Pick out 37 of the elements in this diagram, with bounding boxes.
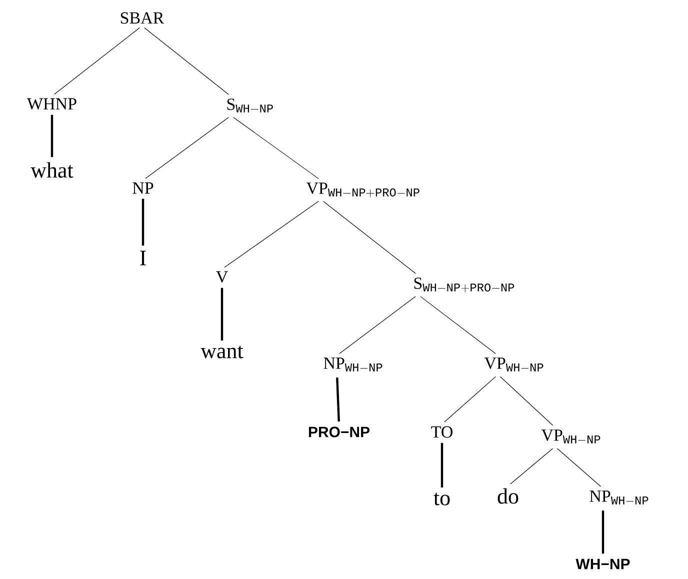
category-label: SBAR (120, 12, 164, 24)
tree-branch (145, 117, 229, 179)
category-label: NP (132, 182, 154, 194)
tree-branch (444, 376, 496, 422)
placeholder-label: WH−NP (576, 558, 630, 570)
tree-branch (440, 442, 444, 488)
category-label: $\mathrm{S}_{\mathtt{WH-NP+PRO-NP}}$ (414, 278, 514, 292)
tree-branch (50, 114, 54, 158)
placeholder-label: PRO−NP (308, 426, 370, 438)
tree-branch (54, 27, 140, 95)
category-label: TO (431, 426, 452, 438)
category-label: $\mathrm{VP}_{\mathtt{WH-NP+PRO-NP}}$ (306, 182, 420, 198)
category-label: $\mathrm{VP}_{\mathtt{WH-NP}}$ (541, 430, 600, 444)
tree-branch (336, 378, 340, 422)
tree-branch (510, 448, 553, 484)
word-label: what (30, 162, 74, 178)
word-label: to (434, 492, 450, 506)
tree-branch (556, 448, 602, 487)
category-label: $\mathrm{NP}_{\mathtt{WH-NP}}$ (324, 358, 382, 372)
category-label: WHNP (27, 98, 76, 110)
tree-branch (220, 288, 224, 340)
tree-branch (500, 376, 554, 426)
word-label: do (498, 488, 518, 504)
word-label: I (140, 250, 146, 266)
category-label: V (216, 271, 228, 283)
category-label: $\mathrm{NP}_{\mathtt{WH-NP}}$ (590, 490, 648, 504)
tree-branch (420, 296, 496, 354)
tree-branch (233, 117, 319, 179)
word-label: want (200, 346, 244, 358)
tree-branch (323, 201, 416, 274)
tree-branch (144, 27, 229, 95)
tree-branch (602, 510, 604, 554)
category-label: $\mathrm{VP}_{\mathtt{WH-NP}}$ (484, 358, 544, 372)
tree-branch (224, 200, 319, 268)
tree-branch (142, 198, 144, 246)
tree-branch (339, 296, 416, 354)
category-label: $\mathrm{S}_{\mathtt{WH-NP}}$ (227, 98, 273, 112)
